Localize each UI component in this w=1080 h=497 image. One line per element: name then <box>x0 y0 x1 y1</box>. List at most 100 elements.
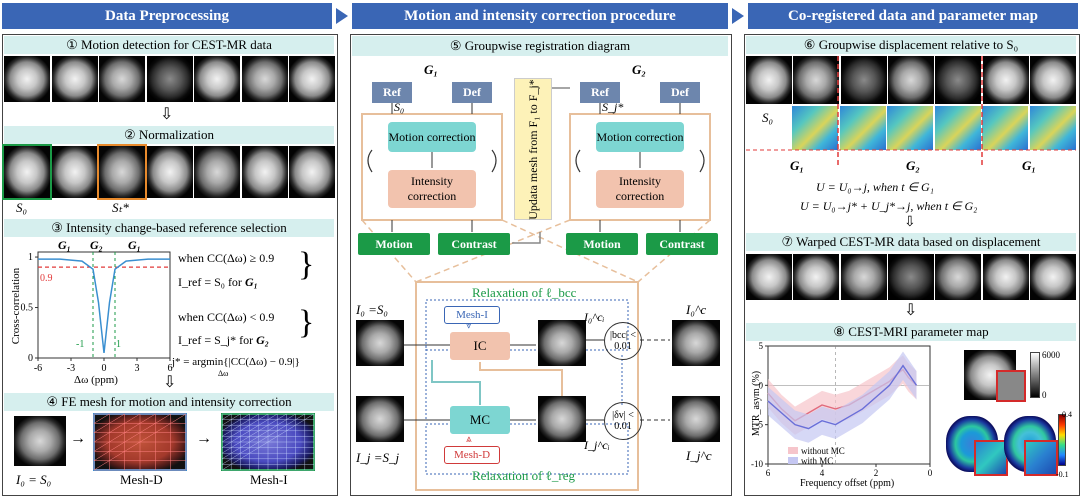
brain-scan-image <box>51 56 98 102</box>
rule2-group: G₂ <box>256 333 269 347</box>
brain-scan-image <box>4 56 50 102</box>
ref-box-g2: Ref <box>580 82 620 103</box>
brain-scan-image <box>289 146 335 198</box>
mtr-xtick-label: 0 <box>928 468 933 478</box>
jet-colorbar <box>1058 414 1066 466</box>
i0-input-label: I₀ =S₀ <box>356 302 388 317</box>
rule2-condition: when CC(Δω) < 0.9 <box>178 310 275 324</box>
dv-check: |δv| < 0.01 <box>604 402 642 440</box>
update-mesh-box: Updata mesh from F₁ to F_j* <box>514 78 552 220</box>
motion-output-g1: Motion <box>358 233 430 255</box>
step1-label: ① Motion detection for CEST-MR data <box>66 37 272 52</box>
mtr-ytick-label: 0 <box>759 380 764 390</box>
mtr-xtick-label: 2 <box>874 468 879 478</box>
brain-scan-image <box>1029 254 1076 300</box>
brain-scan-image <box>241 56 288 102</box>
ij-ci-label: I_j^cᵢ <box>584 438 610 452</box>
mtr-ytick-label: 5 <box>759 341 764 351</box>
displacement-heatmap <box>982 106 1028 150</box>
cbar-min: -0.1 <box>1056 470 1069 479</box>
brace2-icon: } <box>298 304 315 341</box>
cc-ytick-label: 0 <box>28 353 33 364</box>
ref-box-g1: Ref <box>372 82 412 103</box>
brain-scan-image <box>935 56 982 104</box>
displacement-heatmap <box>839 106 886 150</box>
displacement-eq2: U = U₀→j* + U_j*→j, when t ∈ G₂ <box>800 199 978 213</box>
relax-bcc-label: Relaxation of ℓ_bcc <box>472 285 577 300</box>
rule2-ref: I_ref = S_j* for G₂ <box>178 333 269 348</box>
down-arrow-icon: ⇩ <box>904 302 918 319</box>
intensity-correction-g2: Intensity correction <box>596 170 684 208</box>
brain-scan-image <box>194 146 240 198</box>
ij-input-label: I_j =S_j <box>356 450 400 465</box>
motion-output-g2: Motion <box>566 233 638 255</box>
i0-ci-scan <box>538 320 586 366</box>
step4-label: ④ FE mesh for motion and intensity corre… <box>46 394 292 409</box>
right-arrow-icon: → <box>196 430 212 447</box>
mtr-series-line <box>767 364 918 430</box>
cc-ytick-label: 1 <box>28 252 33 263</box>
mark-pos1: 1 <box>116 339 121 350</box>
st-label: Sₜ* <box>112 200 129 215</box>
mesh-i-arrow-icon: ⩔ <box>466 320 472 331</box>
ij-input-scan <box>356 396 404 442</box>
rule1-condition: when CC(Δω) ≥ 0.9 <box>178 251 275 265</box>
brain-scan-image <box>935 254 982 300</box>
mesh-i-tag: Mesh-I <box>444 306 500 324</box>
step8-label: ⑧ CEST-MRI parameter map <box>833 324 989 339</box>
down-arrow-icon: ⇩ <box>160 106 174 123</box>
mtr-xlabel: Frequency offset (ppm) <box>800 478 895 489</box>
rule1-ref-text: I_ref = S₀ for <box>178 275 242 289</box>
g1-label: G₁ <box>424 62 438 77</box>
brain-scan-image <box>840 56 887 104</box>
g1-left-label: G₁ <box>790 158 804 173</box>
brain-scan-image <box>194 56 240 102</box>
brain-scan-image <box>2 144 52 200</box>
s0-label: S₀ <box>394 100 405 114</box>
step7-label: ⑦ Warped CEST-MR data based on displacem… <box>781 234 1041 249</box>
legend-swatch-without <box>788 447 798 454</box>
i0c-output-scan <box>672 320 720 366</box>
motion-correction-g1: Motion correction <box>388 122 476 152</box>
legend-with-label: with MC <box>801 456 834 466</box>
g1-right-label: G₁ <box>128 238 141 252</box>
ijc-output-scan <box>672 396 720 442</box>
header-middle-label: Motion and intensity correction procedur… <box>404 7 676 24</box>
right-arrow-icon: → <box>70 430 86 447</box>
cbar-top-max: 6000 <box>1042 350 1060 360</box>
contrast-output-g2: Contrast <box>646 233 718 255</box>
step3-title: ③ Intensity change-based reference selec… <box>4 219 334 237</box>
cc-xtick-label: 6 <box>168 363 173 374</box>
i0c-output-label: I₀^c <box>686 302 707 317</box>
mesh-d-arrow-icon: ⩓ <box>466 434 472 445</box>
legend-with: with MC <box>788 456 833 466</box>
brain-scan-image <box>887 56 934 104</box>
step6-title: ⑥ Groupwise displacement relative to S₀ <box>746 36 1076 54</box>
bcc-check: |bcc| < 0.01 <box>604 322 642 360</box>
displacement-eq1: U = U₀→j, when t ∈ G₁ <box>816 180 934 194</box>
brace1-icon: } <box>298 246 315 283</box>
mtr-ytick-label: -5 <box>756 420 764 430</box>
legend-without-label: without MC <box>801 446 845 456</box>
cc-ytick-label: 0.5 <box>21 303 34 314</box>
arrow-right-icon <box>732 8 744 24</box>
g2-label: G₂ <box>90 238 103 252</box>
brain-scan-image <box>887 254 934 300</box>
step5-title: ⑤ Groupwise registration diagram <box>352 36 728 56</box>
argmin-formula: j* = argmin{|CC(Δω) − 0.9|} <box>172 356 300 368</box>
s0-label: S₀ <box>16 200 28 215</box>
i0-ci-label: I₀^cᵢ <box>584 310 605 324</box>
mesh-d-tag: Mesh-D <box>444 446 500 464</box>
cc-xtick-label: 0 <box>102 363 107 374</box>
red-level-label: 0.9 <box>40 273 53 284</box>
brain-scan-image <box>99 56 145 102</box>
ijc-output-label: I_j^c <box>686 448 712 463</box>
header-motion-correction: Motion and intensity correction procedur… <box>352 3 728 29</box>
mark-neg1: -1 <box>76 339 85 350</box>
cc-plot-frame <box>37 251 171 359</box>
step5-label: ⑤ Groupwise registration diagram <box>449 38 631 53</box>
rule1-group: G₁ <box>244 275 258 289</box>
